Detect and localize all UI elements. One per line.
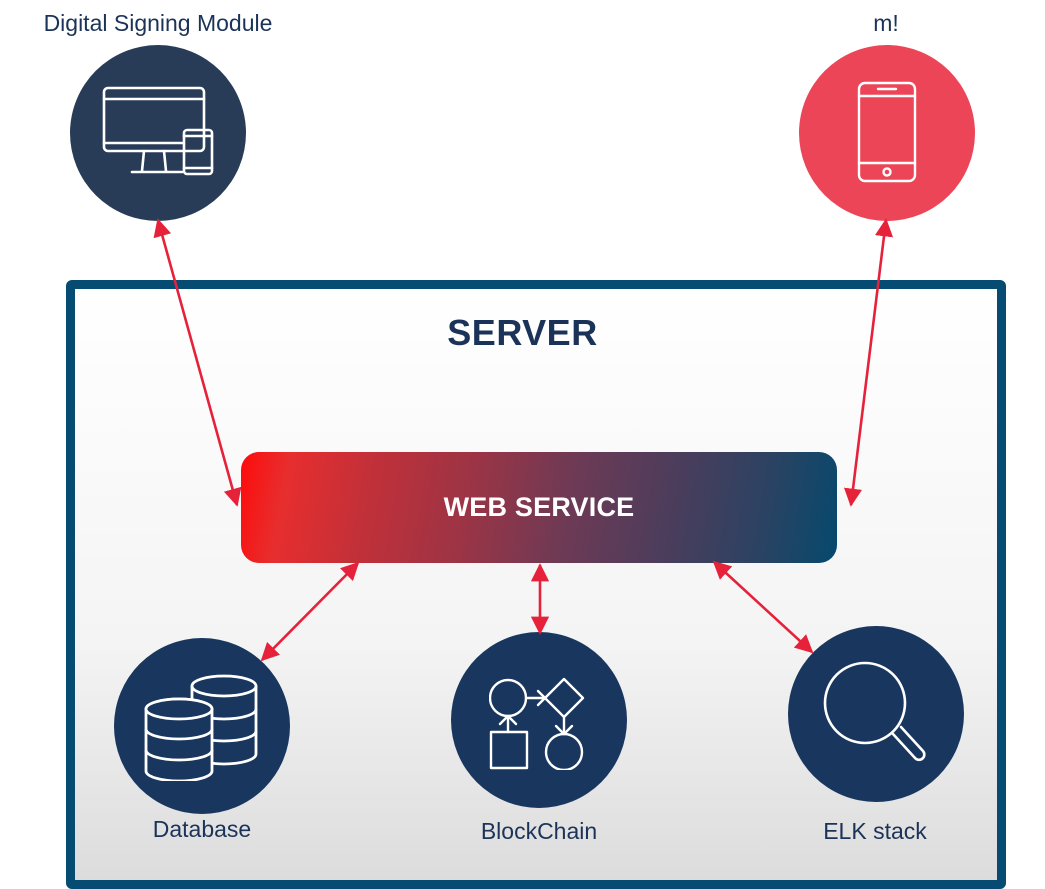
elk-stack-node[interactable] [788,626,964,802]
digital-signing-module-node[interactable] [70,45,246,221]
web-service-node[interactable]: WEB SERVICE [241,452,837,563]
m-app-node[interactable] [799,45,975,221]
database-node[interactable] [114,638,290,814]
desktop-and-phone-icon [102,86,214,176]
digital-signing-module-label: Digital Signing Module [43,10,273,36]
m-app-label: m! [873,10,899,36]
elk-stack-label: ELK stack [823,818,927,844]
blockchain-node[interactable] [451,632,627,808]
server-title: SERVER [447,312,598,353]
flowchart-icon [489,677,585,770]
database-icon [144,674,258,781]
database-label: Database [152,816,252,842]
web-service-label: WEB SERVICE [443,492,635,522]
magnifier-icon [823,661,926,762]
blockchain-label: BlockChain [480,818,598,844]
smartphone-icon [857,81,917,183]
